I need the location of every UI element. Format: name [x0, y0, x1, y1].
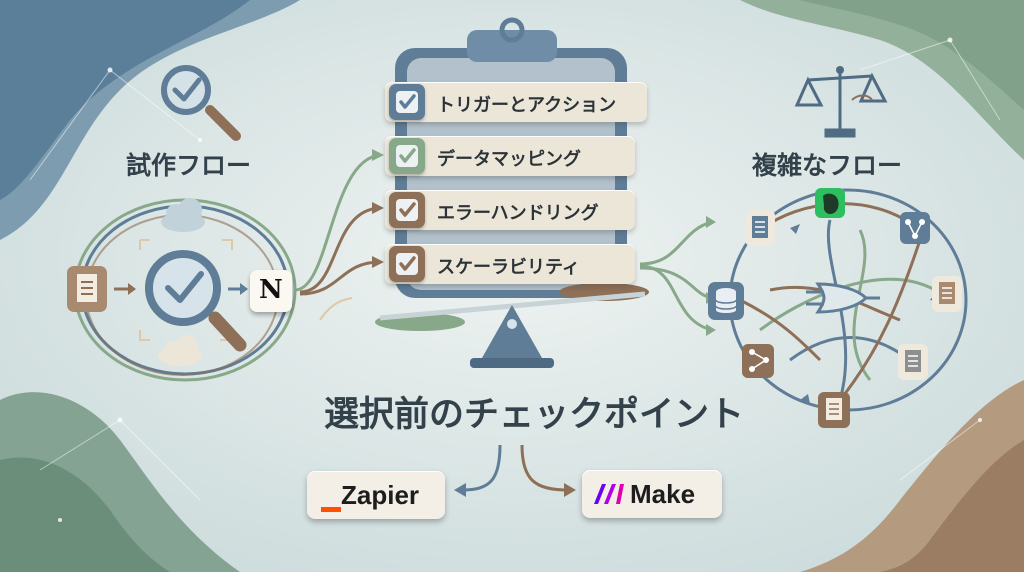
- make-mark-icon: [594, 484, 624, 504]
- document-icon: [932, 276, 962, 312]
- make-logo: Make: [582, 470, 722, 518]
- zapier-logo: Zapier: [307, 471, 445, 519]
- main-title: 選択前のチェックポイント: [324, 395, 745, 435]
- balance-scale-icon: [794, 70, 888, 138]
- document-icon: [818, 392, 850, 428]
- logic-gate-icon: [806, 282, 880, 314]
- checklist-item-label: トリガーとアクション: [437, 95, 617, 116]
- evernote-icon: [815, 188, 845, 218]
- database-icon: [708, 282, 744, 320]
- check-icon: [389, 84, 425, 120]
- zapier-logo-text: Zapier: [341, 480, 420, 510]
- zapier-underscore-mark: [321, 507, 341, 512]
- document-icon: [898, 344, 928, 380]
- magnifier-check-icon: [161, 65, 241, 141]
- checklist-item-scalability: スケーラビリティ: [385, 244, 635, 284]
- checklist-item-label: エラーハンドリング: [437, 203, 599, 224]
- notion-letter: N: [259, 275, 283, 305]
- check-icon: [389, 192, 425, 228]
- document-icon: [67, 266, 107, 312]
- checklist-item-label: データマッピング: [437, 149, 581, 170]
- seesaw-icon: [375, 283, 649, 368]
- magnifier-check-icon: [145, 250, 247, 352]
- check-icon: [389, 246, 425, 282]
- check-icon: [389, 138, 425, 174]
- left-section-title: 試作フロー: [126, 151, 252, 180]
- make-logo-text: Make: [630, 479, 696, 509]
- checklist-item-trigger-action: トリガーとアクション: [385, 82, 647, 122]
- cloud-icon: [158, 335, 202, 366]
- right-section-title: 複雑なフロー: [752, 151, 903, 180]
- notion-icon: N: [250, 270, 292, 312]
- workflow-icon: [742, 344, 774, 378]
- workflow-icon: [900, 212, 930, 244]
- checklist-item-data-mapping: データマッピング: [385, 136, 635, 176]
- document-icon: [745, 210, 775, 246]
- checklist-item-label: スケーラビリティ: [437, 257, 580, 278]
- cloud-icon: [161, 198, 205, 232]
- checklist-item-error-handling: エラーハンドリング: [385, 190, 635, 230]
